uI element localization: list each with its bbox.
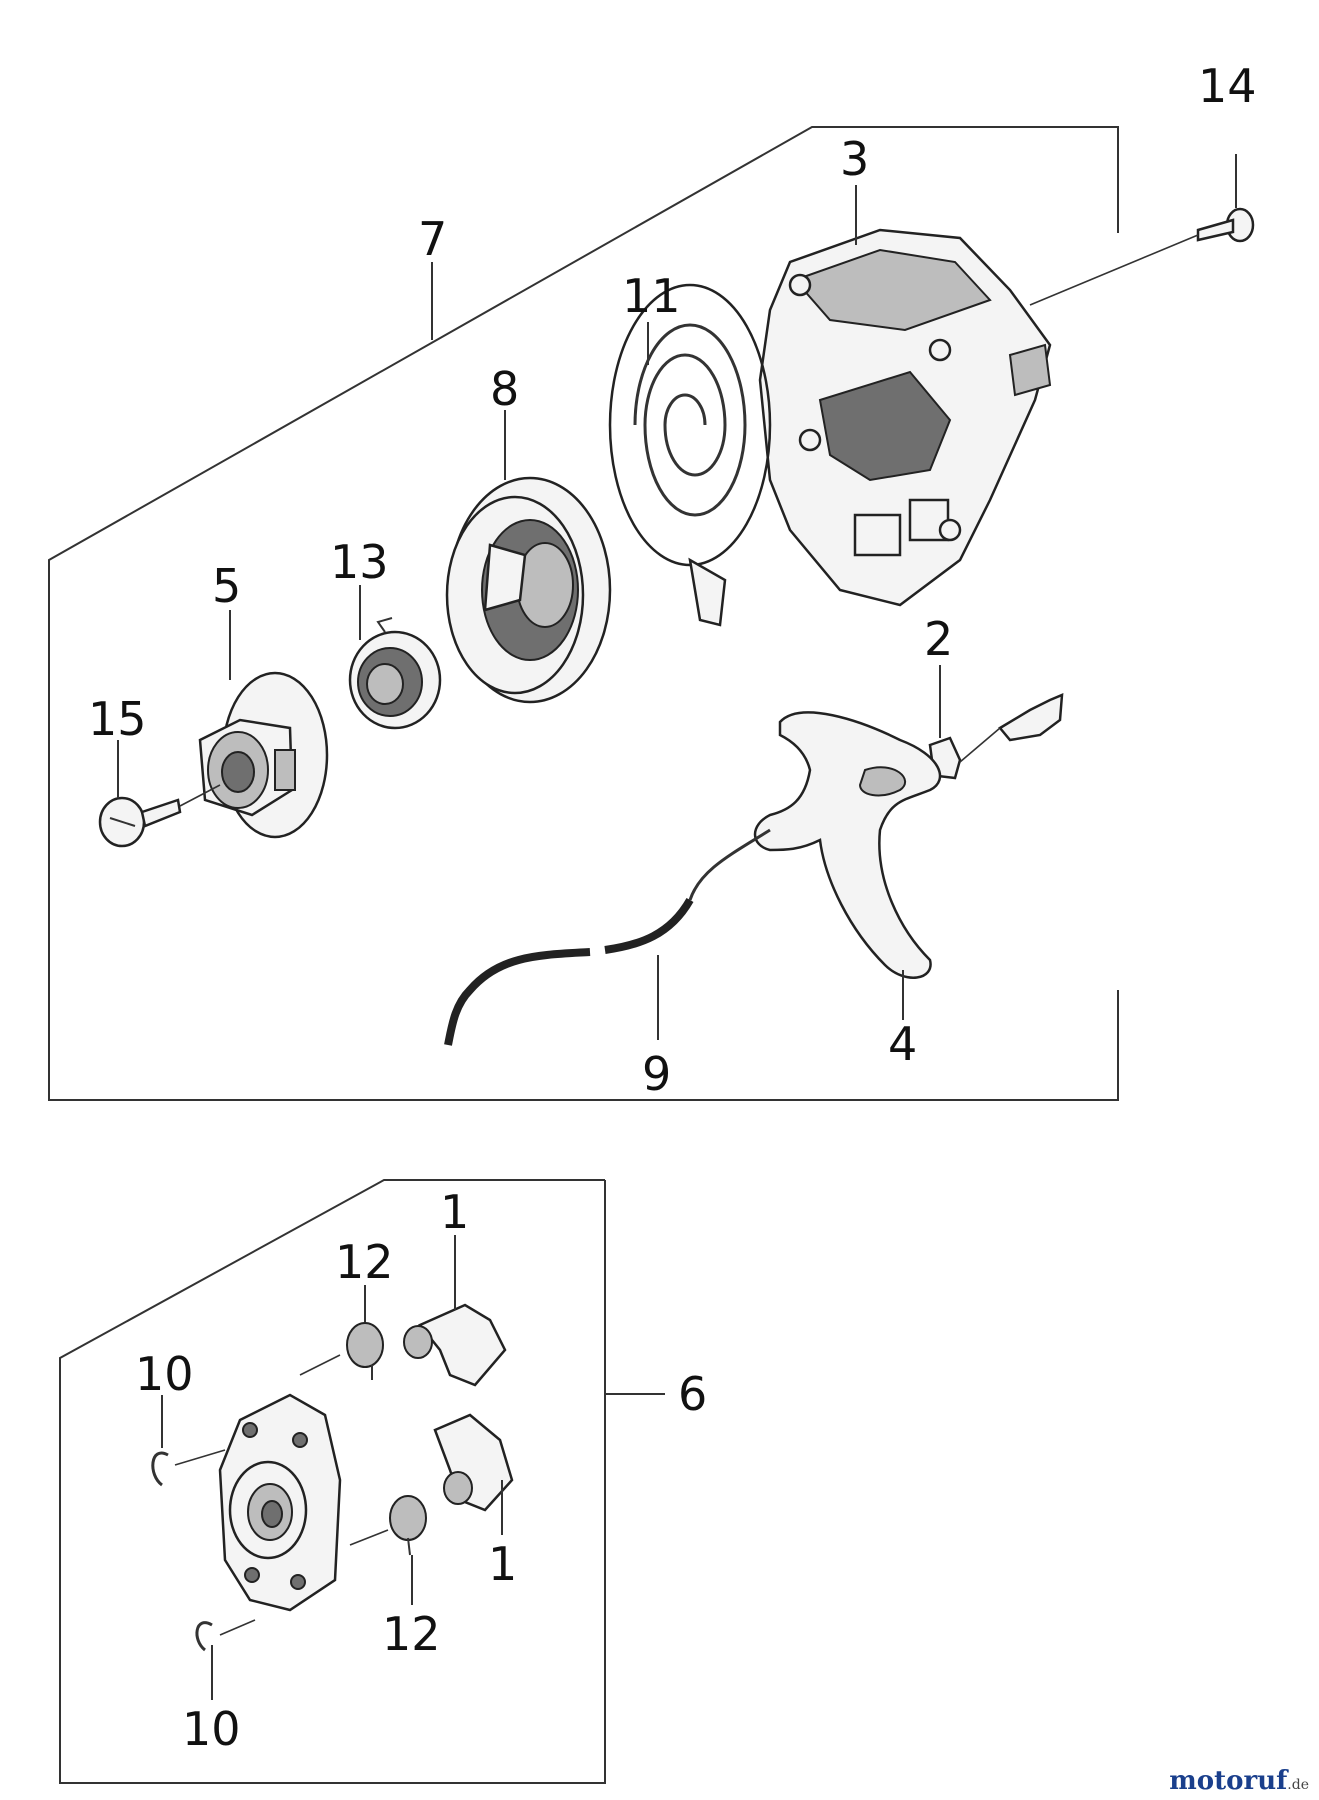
callout-9: 9	[642, 1047, 671, 1101]
callout-5: 5	[212, 559, 241, 613]
axis-12b	[349, 1529, 389, 1546]
callout-6: 6	[678, 1367, 707, 1421]
callout-7: 7	[418, 212, 447, 266]
leader-15-axis	[179, 784, 221, 807]
part-1-pawl-upper	[403, 1303, 507, 1387]
callout-8: 8	[490, 362, 519, 416]
part-9-rope	[444, 828, 771, 1046]
callout-11: 11	[622, 269, 681, 323]
callout-10-upper: 10	[135, 1347, 194, 1401]
part-10-clip-lower	[195, 1621, 213, 1652]
leader-2-axis	[959, 727, 1001, 763]
part-12-spring-lower	[389, 1495, 427, 1556]
part-10-clip-upper	[151, 1451, 169, 1487]
part-3-housing	[758, 228, 1052, 607]
part-5-ratchet-cover	[198, 671, 329, 839]
leader-14-axis	[1029, 234, 1199, 306]
callout-12-upper: 12	[335, 1235, 394, 1289]
part-8-pulley	[445, 476, 612, 704]
callout-13: 13	[330, 535, 389, 589]
watermark-tld: .de	[1287, 1777, 1309, 1793]
callout-3: 3	[840, 132, 869, 186]
part-12-spring-upper	[346, 1322, 384, 1380]
part-6-pawl-carrier	[218, 1393, 342, 1612]
assembly-6-frame	[59, 1179, 606, 1784]
axis-10a	[174, 1449, 226, 1466]
callout-1-lower: 1	[488, 1537, 517, 1591]
part-4-handle	[753, 711, 942, 979]
assembly-7-frame	[48, 126, 1119, 1101]
callout-4: 4	[888, 1017, 917, 1071]
part-14-screw	[1196, 154, 1255, 243]
axis-10b	[219, 1619, 256, 1636]
watermark-brand: motoruf	[1169, 1766, 1288, 1796]
callout-12-lower: 12	[382, 1607, 441, 1661]
part-1-pawl-lower	[433, 1413, 514, 1512]
axis-12a	[299, 1354, 341, 1376]
part-11-spiral-spring	[608, 283, 772, 627]
callout-2: 2	[924, 612, 953, 666]
callout-1-upper: 1	[440, 1185, 469, 1239]
callout-14: 14	[1198, 59, 1257, 113]
callout-10-lower: 10	[182, 1702, 241, 1756]
watermark-logo: motoruf.de	[1169, 1766, 1309, 1796]
part-2-rope-guide	[928, 693, 1064, 780]
callout-15: 15	[88, 692, 147, 746]
part-13-coil-spring	[348, 617, 442, 730]
part-15-screw	[98, 796, 182, 848]
